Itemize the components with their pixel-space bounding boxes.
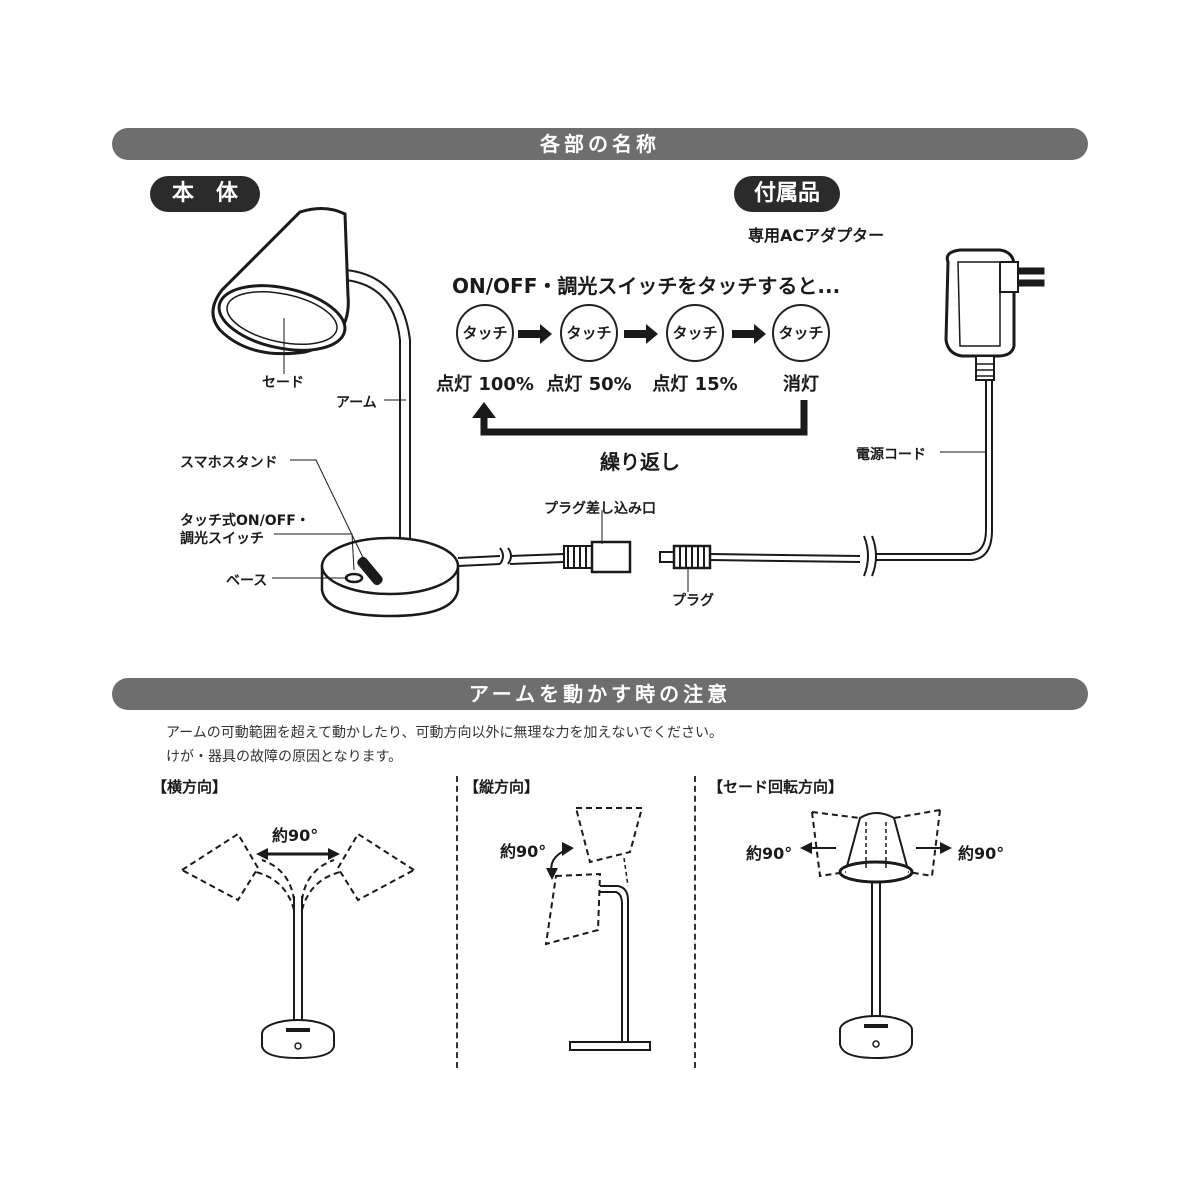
plug-label: プラグ: [672, 593, 714, 609]
step-result-3: 点灯 15%: [652, 374, 738, 395]
shade-rotation-angle-right: 約90°: [958, 844, 1005, 863]
arm-illustration: [345, 269, 411, 546]
power-cord-label: 電源コード: [856, 447, 926, 463]
base-label: ベース: [226, 573, 268, 589]
vertical-lamp-illustration: [544, 807, 651, 1051]
flow-arrows: [518, 324, 766, 344]
horizontal-lamp-illustration: [180, 832, 416, 1060]
touch-switch-label-line1: タッチ式ON/OFF・: [180, 513, 310, 529]
step-result-4: 消灯: [783, 374, 819, 395]
touch-circle-1: タッチ: [456, 304, 514, 362]
shade-label: セード: [262, 375, 304, 391]
shade-rotation-title: 【セード回転方向】: [708, 778, 844, 796]
shade-rotation-angle-left: 約90°: [746, 844, 793, 863]
touch-circle-2: タッチ: [560, 304, 618, 362]
step-result-2: 点灯 50%: [546, 374, 632, 395]
ac-adapter-illustration: [944, 248, 1045, 381]
body-pill: 本 体: [150, 176, 260, 212]
touch-switch-label-line2: 調光スイッチ: [180, 531, 264, 547]
adapter-label: 専用ACアダプター: [748, 226, 885, 245]
arm-label: アーム: [336, 395, 377, 411]
horizontal-title: 【横方向】: [152, 778, 228, 796]
section-title-parts: 各部の名称: [112, 128, 1088, 160]
plug-socket-label: プラグ差し込み口: [544, 501, 656, 517]
touch-circle-3: タッチ: [666, 304, 724, 362]
caution-line-1: アームの可動範囲を超えて動かしたり、可動方向以外に無理な力を加えないでください。: [166, 725, 724, 741]
shade-illustration: [211, 207, 350, 356]
touch-flow-heading: ON/OFF・調光スイッチをタッチすると...: [452, 274, 841, 298]
divider-2: [694, 776, 696, 1068]
vertical-angle: 約90°: [500, 842, 547, 861]
horizontal-angle: 約90°: [272, 826, 319, 845]
base-illustration: [320, 536, 460, 618]
vertical-title: 【縦方向】: [464, 778, 540, 796]
accessory-pill: 付属品: [734, 176, 840, 212]
repeat-loop-arrow: [480, 400, 808, 436]
phone-stand-label: スマホスタンド: [180, 455, 278, 471]
touch-circle-4: タッチ: [772, 304, 830, 362]
divider-1: [456, 776, 458, 1068]
repeat-label: 繰り返し: [600, 450, 680, 474]
step-result-1: 点灯 100%: [436, 374, 534, 395]
caution-line-2: けが・器具の故障の原因となります。: [166, 749, 403, 765]
section-title-arm-caution: アームを動かす時の注意: [112, 678, 1088, 710]
shade-rotation-lamp-illustration: [806, 809, 946, 1060]
